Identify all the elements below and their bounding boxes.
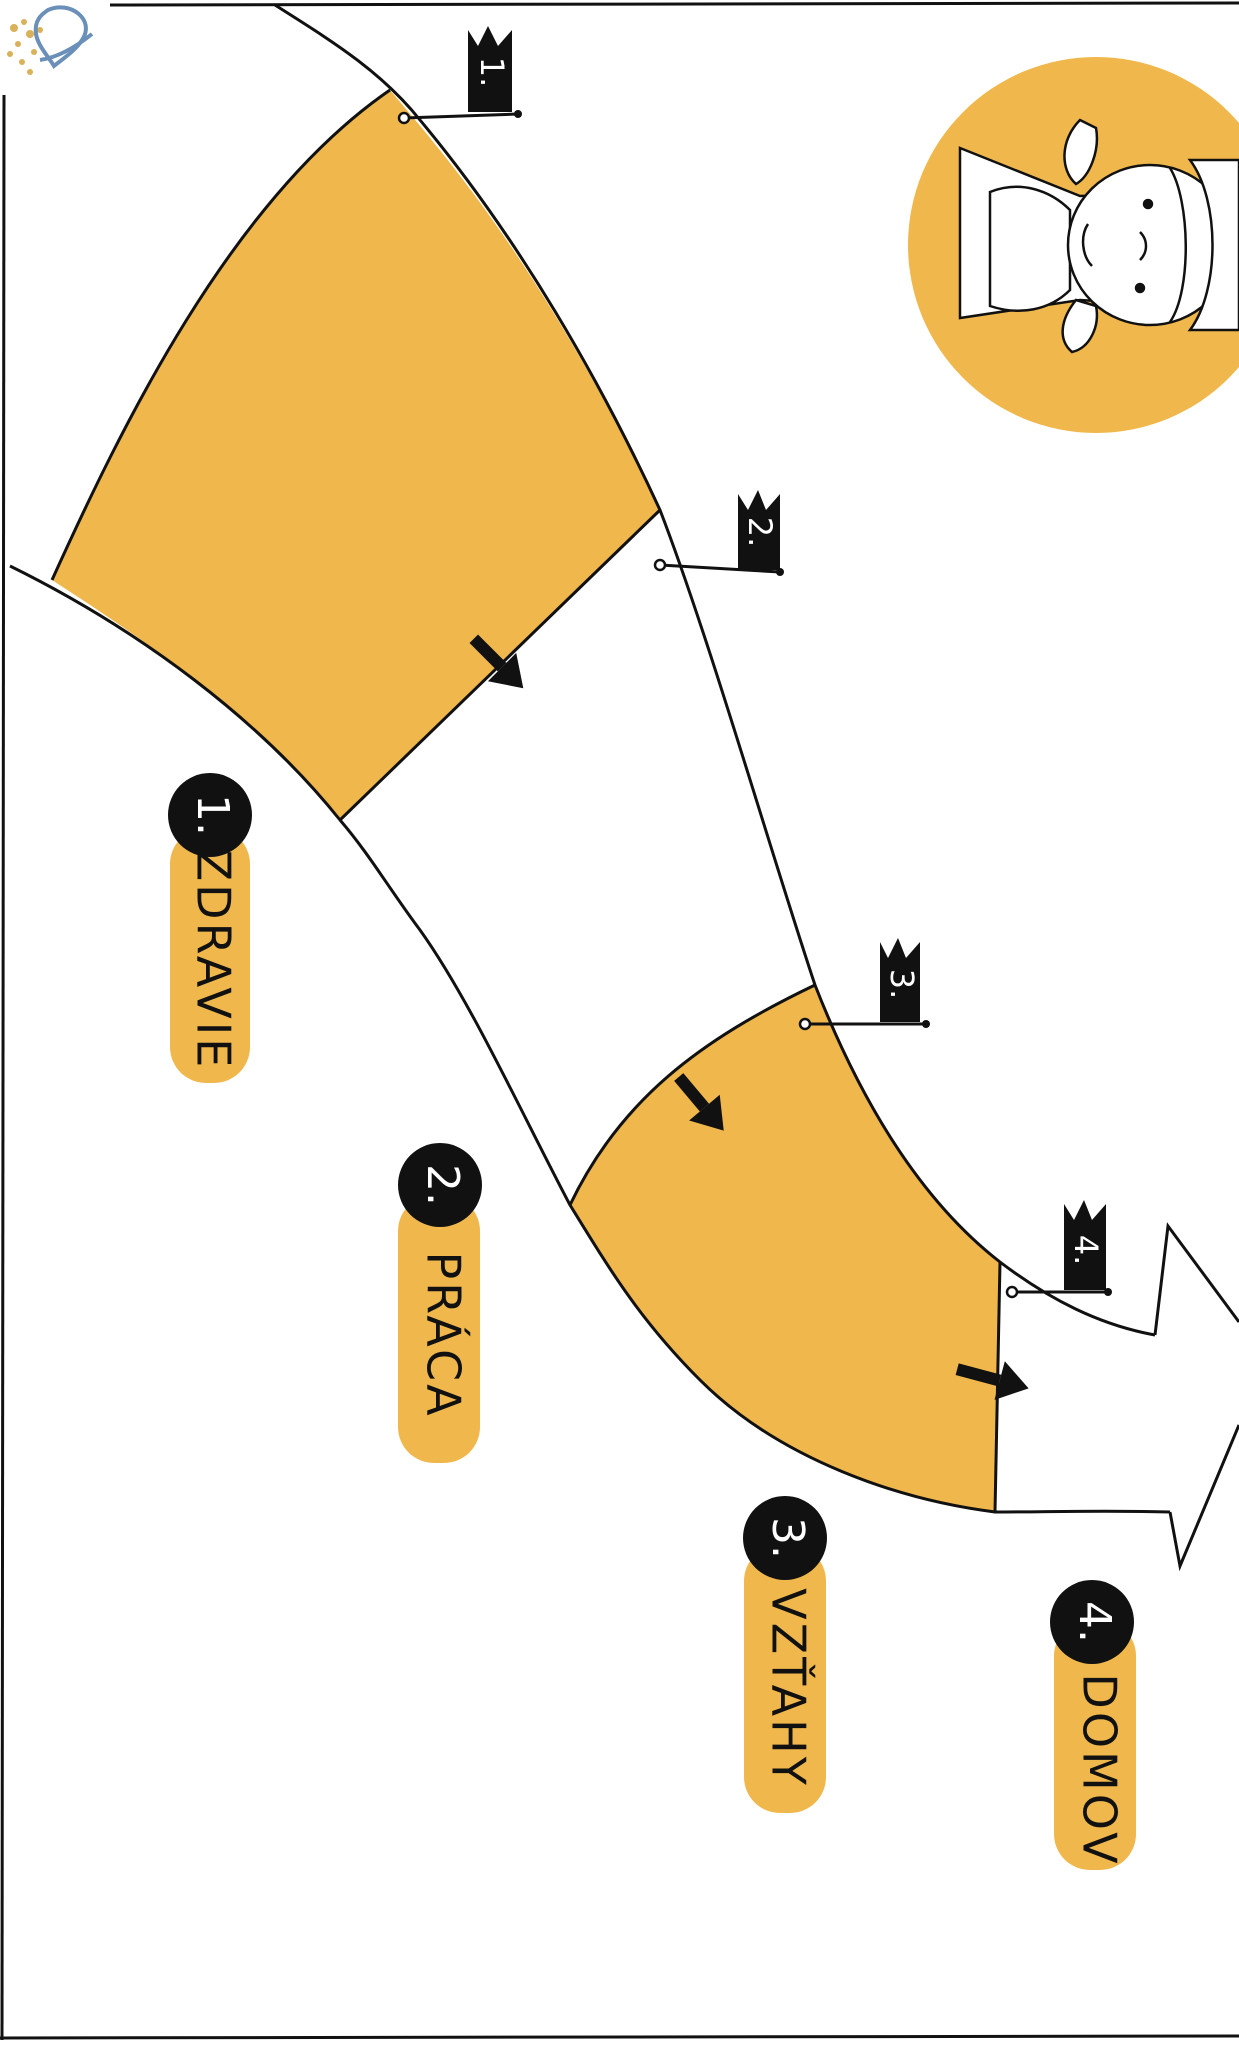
flag-2-number: 2.	[741, 517, 779, 548]
step-label-4: 4. DOMOV	[1050, 1580, 1136, 1870]
flag-1: 1.	[397, 26, 522, 125]
flag-4-number: 4.	[1067, 1235, 1105, 1266]
arrow-icon	[469, 634, 524, 689]
frame-top-line	[109, 1, 1239, 7]
path-segment-2	[340, 510, 815, 1205]
flag-3: 3.	[798, 938, 930, 1031]
step-3-number: 3.	[762, 1517, 813, 1559]
step-2-label: PRÁCA	[417, 1251, 471, 1418]
avatar	[908, 57, 1239, 433]
path-segment-3	[570, 985, 1000, 1512]
step-label-2: 2. PRÁCA	[398, 1143, 482, 1463]
girl-face-features-icon	[1081, 198, 1154, 294]
arrow-icon	[955, 1361, 1029, 1400]
path-segment-4-arrow	[995, 1226, 1239, 1566]
step-label-3: 3. VZŤAHY	[743, 1496, 827, 1813]
step-label-1: 1. ZDRAVIE	[168, 773, 252, 1083]
flag-2: 2.	[653, 490, 784, 576]
path-segment-1	[52, 90, 660, 820]
step-1-label: ZDRAVIE	[187, 850, 241, 1071]
frame-left-line	[0, 94, 6, 2041]
heart-hands-logo-icon	[7, 5, 94, 75]
step-4-label: DOMOV	[1073, 1673, 1127, 1866]
step-4-number: 4.	[1069, 1601, 1120, 1643]
girl-face-icon	[958, 118, 1239, 354]
arrow-icon	[674, 1073, 724, 1131]
direction-arrows	[469, 634, 1029, 1400]
step-2-number: 2.	[417, 1164, 468, 1206]
life-path	[9, 3, 1239, 1572]
flag-3-number: 3.	[883, 969, 921, 1000]
step-3-label: VZŤAHY	[762, 1588, 816, 1788]
flag-4: 4.	[1005, 1200, 1112, 1299]
step-1-number: 1.	[187, 794, 238, 836]
frame-bottom-line	[0, 2034, 1239, 2040]
flag-1-number: 1.	[473, 57, 511, 88]
